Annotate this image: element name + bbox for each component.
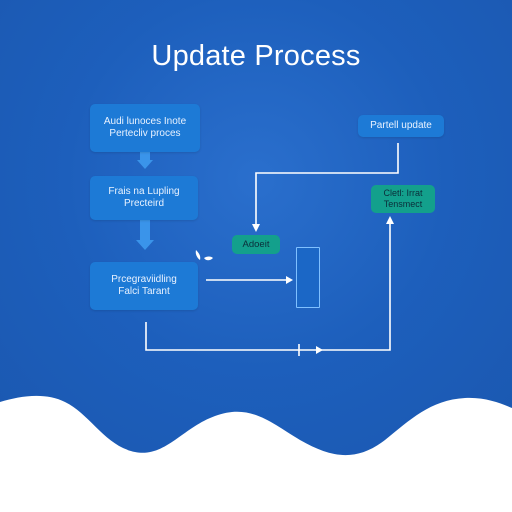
connector-partial-to-adopt <box>255 143 399 226</box>
partial-update-node: Partell update <box>358 115 444 137</box>
step-review-node: Audi lunoces Inote Pertecliv proces <box>90 104 200 152</box>
step-review-label-line1: Audi lunoces Inote <box>103 115 187 127</box>
arrowhead-to-right <box>386 216 394 224</box>
arrowhead-bottom-line <box>316 346 323 354</box>
arrow-top-to-mid <box>137 152 153 169</box>
diagram-title: Update Process <box>151 40 361 72</box>
step-process-node: Prcegraviidling Falci Tarant <box>90 262 198 310</box>
adopt-label: Adoeit <box>242 239 270 251</box>
client-label-line1: Cletl: Irrat <box>383 187 423 198</box>
connector-loop-to-right <box>145 221 391 351</box>
arrow-mid-to-bottom <box>136 220 154 250</box>
step-prepare-label-line2: Precteird <box>123 198 164 209</box>
storage-box <box>296 247 320 308</box>
step-process-label-line1: Prcegraviidling <box>111 273 177 285</box>
partial-update-label: Partell update <box>370 119 432 131</box>
step-prepare-label-line1: Frais na Lupling <box>108 185 180 197</box>
arrowhead-to-box <box>286 276 293 284</box>
adopt-node: Adoeit <box>232 235 280 254</box>
client-node: Cletl: Irrat Tensmect <box>371 185 435 213</box>
client-label-line2: Tensmect <box>383 199 423 209</box>
step-prepare-node: Frais na Lupling Precteird <box>90 176 198 220</box>
step-process-label-line2: Falci Tarant <box>118 286 170 297</box>
arrowhead-to-adopt <box>252 224 260 232</box>
step-review-label-line2: Pertecliv proces <box>109 128 181 139</box>
sparkle-icon <box>195 250 213 261</box>
